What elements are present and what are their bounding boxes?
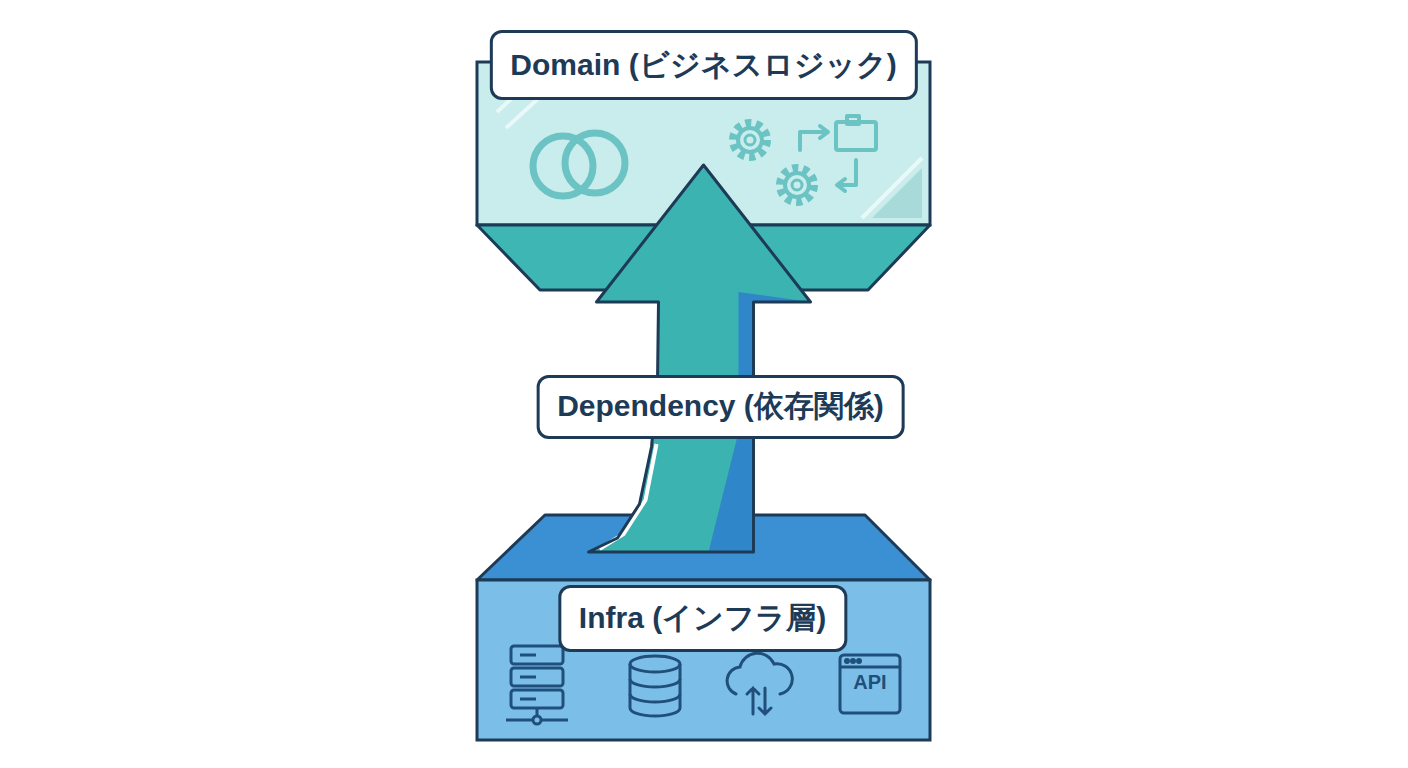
domain-base [477,225,930,290]
infra-layer: Infra (インフラ層) [477,515,930,740]
domain-layer: Domain (ビジネスロジック) [477,62,930,290]
infra-top-face [477,515,930,580]
layer-heading: Infra (インフラ層) [558,585,847,652]
infra-box [477,580,930,740]
edge-label: Dependency (依存関係) [536,375,905,439]
layer-heading: Domain (ビジネスロジック) [489,30,917,100]
icon-label: API [840,671,900,694]
